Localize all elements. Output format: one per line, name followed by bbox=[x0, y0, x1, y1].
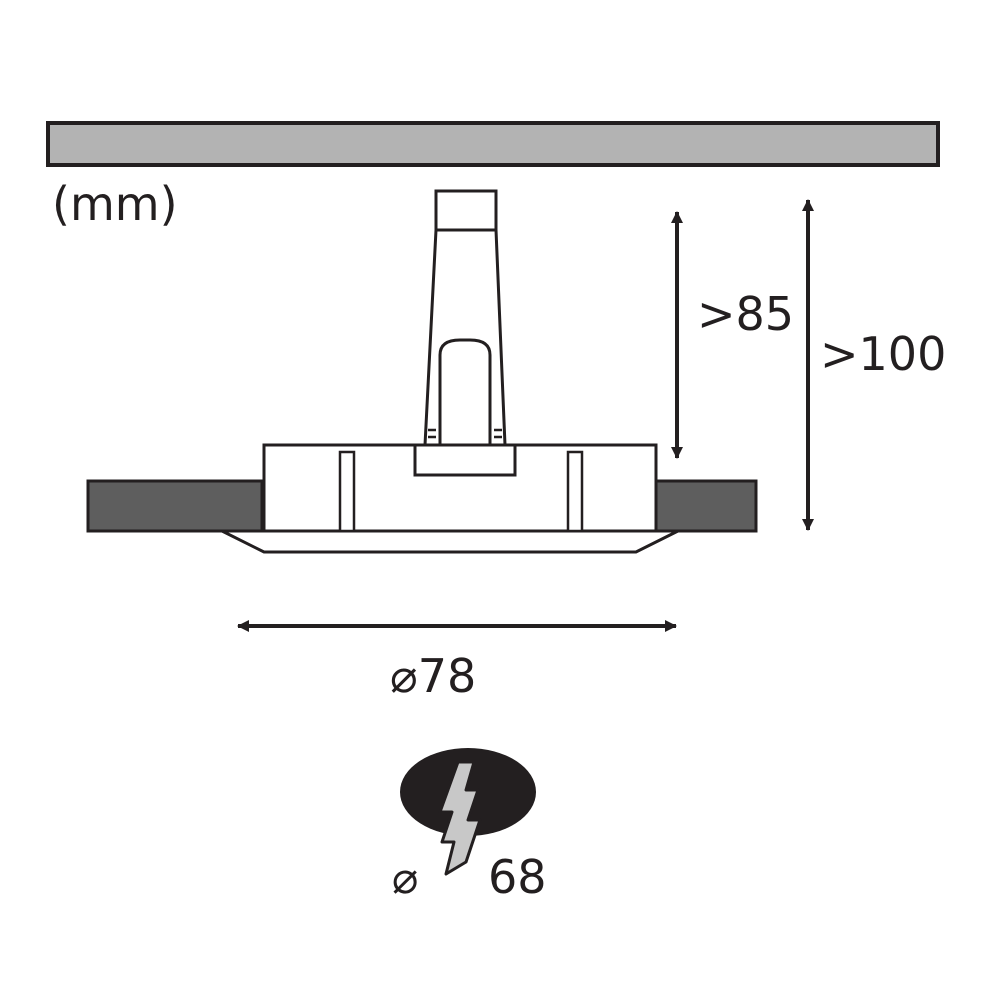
depth-total-label: >100 bbox=[820, 327, 946, 381]
spring-clip-left bbox=[338, 450, 356, 533]
luminaire bbox=[221, 189, 679, 554]
cutout-diameter-symbol: ⌀ bbox=[392, 853, 419, 904]
lightning-bolt bbox=[438, 760, 482, 876]
outer-diameter-label: ⌀78 bbox=[390, 649, 476, 703]
cutout-diameter-label: 68 bbox=[488, 850, 547, 904]
drill-hole-lightning-icon bbox=[400, 748, 536, 876]
lamp-socket-pins bbox=[428, 428, 502, 439]
ceiling-panel-right bbox=[654, 479, 758, 533]
lamp-socket-slot bbox=[438, 338, 492, 445]
ceiling-slab bbox=[46, 121, 940, 167]
ceiling-panel-left bbox=[86, 479, 264, 533]
unit-label: (mm) bbox=[52, 177, 178, 231]
luminaire-bezel bbox=[221, 529, 679, 554]
socket-base bbox=[413, 443, 517, 477]
depth-min-label: >85 bbox=[697, 287, 794, 341]
spring-clip-right bbox=[566, 450, 584, 533]
